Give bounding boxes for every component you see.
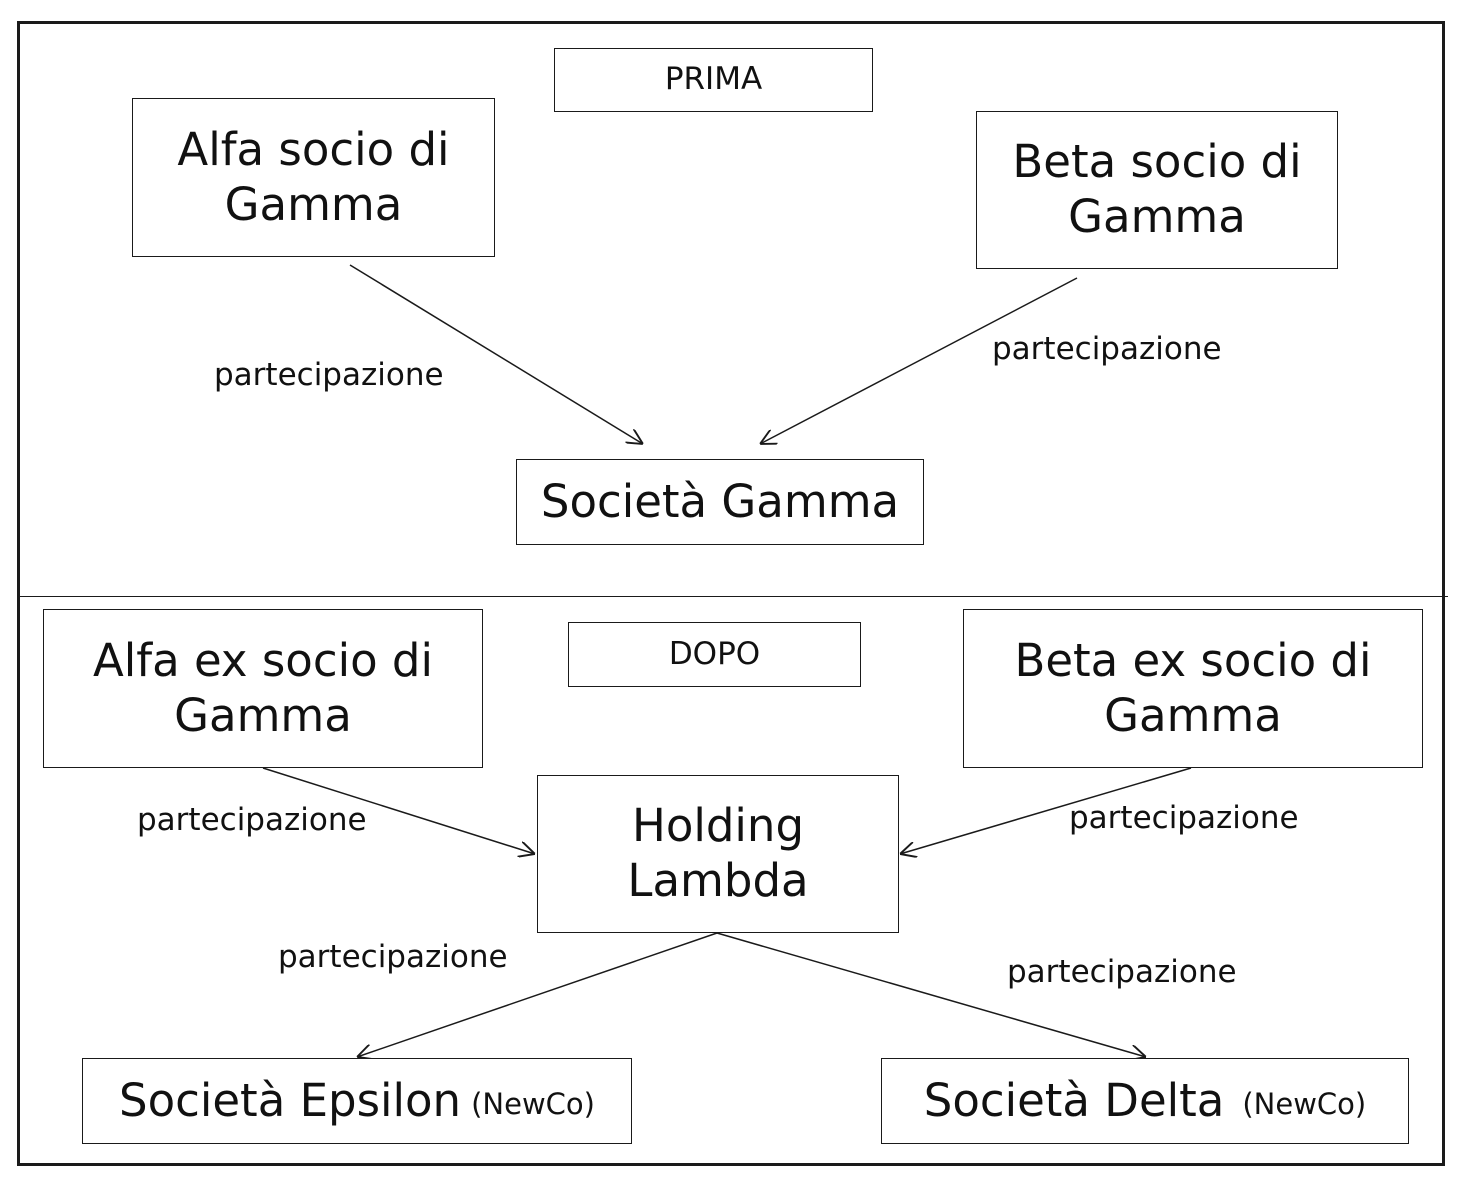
node-alfa-before-text: Alfa socio di Gamma <box>177 122 450 231</box>
arrow-alfa-to-holding <box>262 767 535 854</box>
node-alfa-after: Alfa ex socio di Gamma <box>43 609 483 768</box>
arrow-beta-to-gamma <box>760 277 1078 444</box>
edge-label-holding-delta: partecipazione <box>1007 954 1237 990</box>
node-epsilon: Società Epsilon (NewCo) <box>82 1058 632 1144</box>
arrow-holding-to-epsilon <box>357 932 718 1057</box>
diagram-frame <box>17 21 1445 1166</box>
node-alfa-before: Alfa socio di Gamma <box>132 98 495 257</box>
node-delta: Società Delta (NewCo) <box>881 1058 1409 1144</box>
section-label-before-text: PRIMA <box>664 61 763 98</box>
section-divider <box>17 596 1448 597</box>
edge-label-beta-holding: partecipazione <box>1069 800 1299 836</box>
arrow-alfa-to-gamma <box>349 264 643 444</box>
node-epsilon-note: (NewCo) <box>471 1087 595 1122</box>
node-epsilon-text: Società Epsilon <box>119 1073 462 1127</box>
node-delta-note: (NewCo) <box>1242 1087 1367 1122</box>
edge-label-holding-epsilon: partecipazione <box>278 939 508 975</box>
node-beta-before-text: Beta socio di Gamma <box>1012 135 1302 243</box>
node-delta-text: Società Delta <box>923 1073 1225 1127</box>
section-label-after: DOPO <box>568 622 861 687</box>
edge-label-alfa-gamma: partecipazione <box>214 357 444 393</box>
arrow-holding-to-delta <box>716 932 1146 1057</box>
edge-label-beta-gamma: partecipazione <box>992 331 1222 367</box>
node-holding-lambda-text: Holding Lambda <box>627 799 809 907</box>
section-label-after-text: DOPO <box>668 635 761 672</box>
node-alfa-after-text: Alfa ex socio di Gamma <box>93 633 433 742</box>
node-holding-lambda: Holding Lambda <box>537 775 899 933</box>
arrow-beta-to-holding <box>900 767 1192 854</box>
node-gamma: Società Gamma <box>516 459 924 545</box>
node-gamma-text: Società Gamma <box>540 474 900 528</box>
node-beta-after-text: Beta ex socio di Gamma <box>1014 633 1372 742</box>
node-beta-before: Beta socio di Gamma <box>976 111 1338 269</box>
node-beta-after: Beta ex socio di Gamma <box>963 609 1423 768</box>
section-label-before: PRIMA <box>554 48 873 112</box>
edge-label-alfa-holding: partecipazione <box>137 802 367 838</box>
